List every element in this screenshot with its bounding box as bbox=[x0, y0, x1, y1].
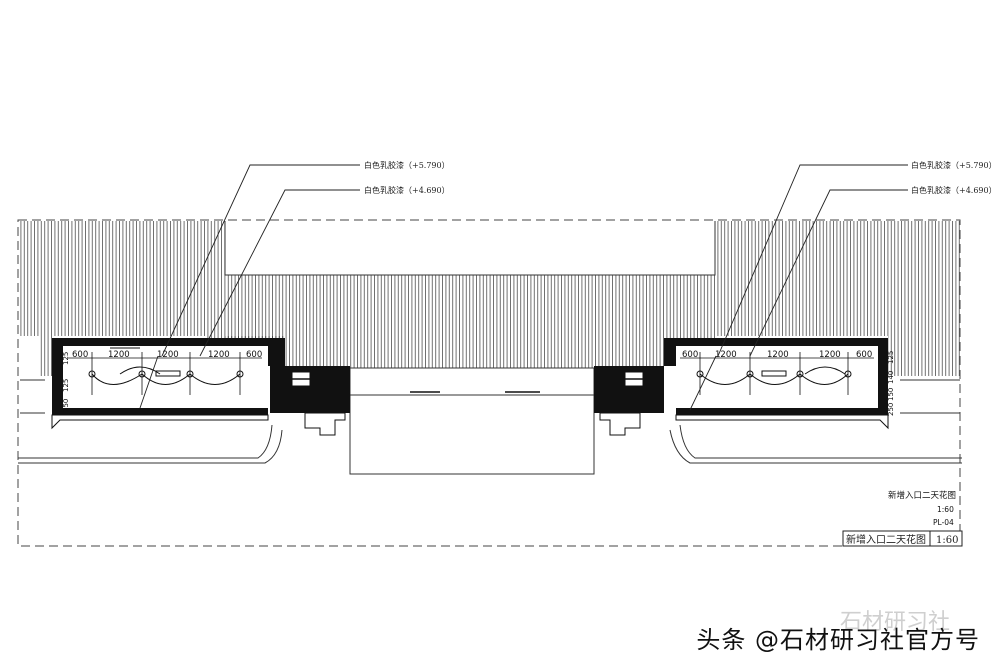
title-block: 新增入口二天花图 1:60 PL-04 新增入口二天花图 1:60 bbox=[842, 490, 963, 547]
dim-left-4: 1200 bbox=[208, 350, 230, 360]
leader-lines bbox=[139, 164, 908, 411]
title-scale: 1:60 bbox=[937, 505, 954, 514]
title-code: PL-04 bbox=[933, 518, 954, 527]
annotation-left-top: 白色乳胶漆（+5.790） bbox=[364, 160, 450, 170]
title-box-scale: 1:60 bbox=[936, 535, 958, 546]
watermark: 头条 @石材研习社官方号 bbox=[696, 626, 980, 654]
dim-right-2: 1200 bbox=[715, 350, 737, 360]
dim-left-side-1: 125 bbox=[62, 352, 70, 365]
dim-right-1: 600 bbox=[682, 350, 698, 360]
drawing-boundary bbox=[17, 219, 961, 547]
corridor-outline bbox=[18, 221, 962, 475]
right-ceiling-box bbox=[594, 338, 889, 436]
right-dimensions: 600 1200 1200 1200 600 125 140 150 250 bbox=[682, 350, 895, 416]
left-dimensions: 600 1200 1200 1200 600 125 125 250 bbox=[62, 350, 262, 412]
title-box-name: 新增入口二天花图 bbox=[846, 533, 926, 546]
dim-right-side-4: 250 bbox=[887, 403, 895, 416]
annotation-right-bottom: 白色乳胶漆（+4.690） bbox=[911, 185, 997, 195]
dim-right-side-3: 150 bbox=[887, 388, 895, 401]
dim-left-side-3: 250 bbox=[62, 399, 70, 412]
dim-left-5: 600 bbox=[246, 350, 262, 360]
annotation-right-top: 白色乳胶漆（+5.790） bbox=[911, 160, 997, 170]
annotation-left-bottom: 白色乳胶漆（+4.690） bbox=[364, 185, 450, 195]
dim-left-side-2: 125 bbox=[62, 379, 70, 392]
dim-left-3: 1200 bbox=[157, 350, 179, 360]
dim-right-3: 1200 bbox=[767, 350, 789, 360]
dim-left-2: 1200 bbox=[108, 350, 130, 360]
title-box bbox=[842, 530, 963, 547]
dim-left-1: 600 bbox=[72, 350, 88, 360]
dim-right-4: 1200 bbox=[819, 350, 841, 360]
dim-right-side-1: 125 bbox=[887, 351, 895, 364]
dim-right-side-2: 140 bbox=[887, 371, 895, 384]
watermark-ghost: 石材研习社 bbox=[839, 610, 950, 635]
dim-right-5: 600 bbox=[856, 350, 872, 360]
title-name: 新增入口二天花图 bbox=[888, 490, 956, 501]
left-ceiling-box bbox=[51, 338, 350, 436]
